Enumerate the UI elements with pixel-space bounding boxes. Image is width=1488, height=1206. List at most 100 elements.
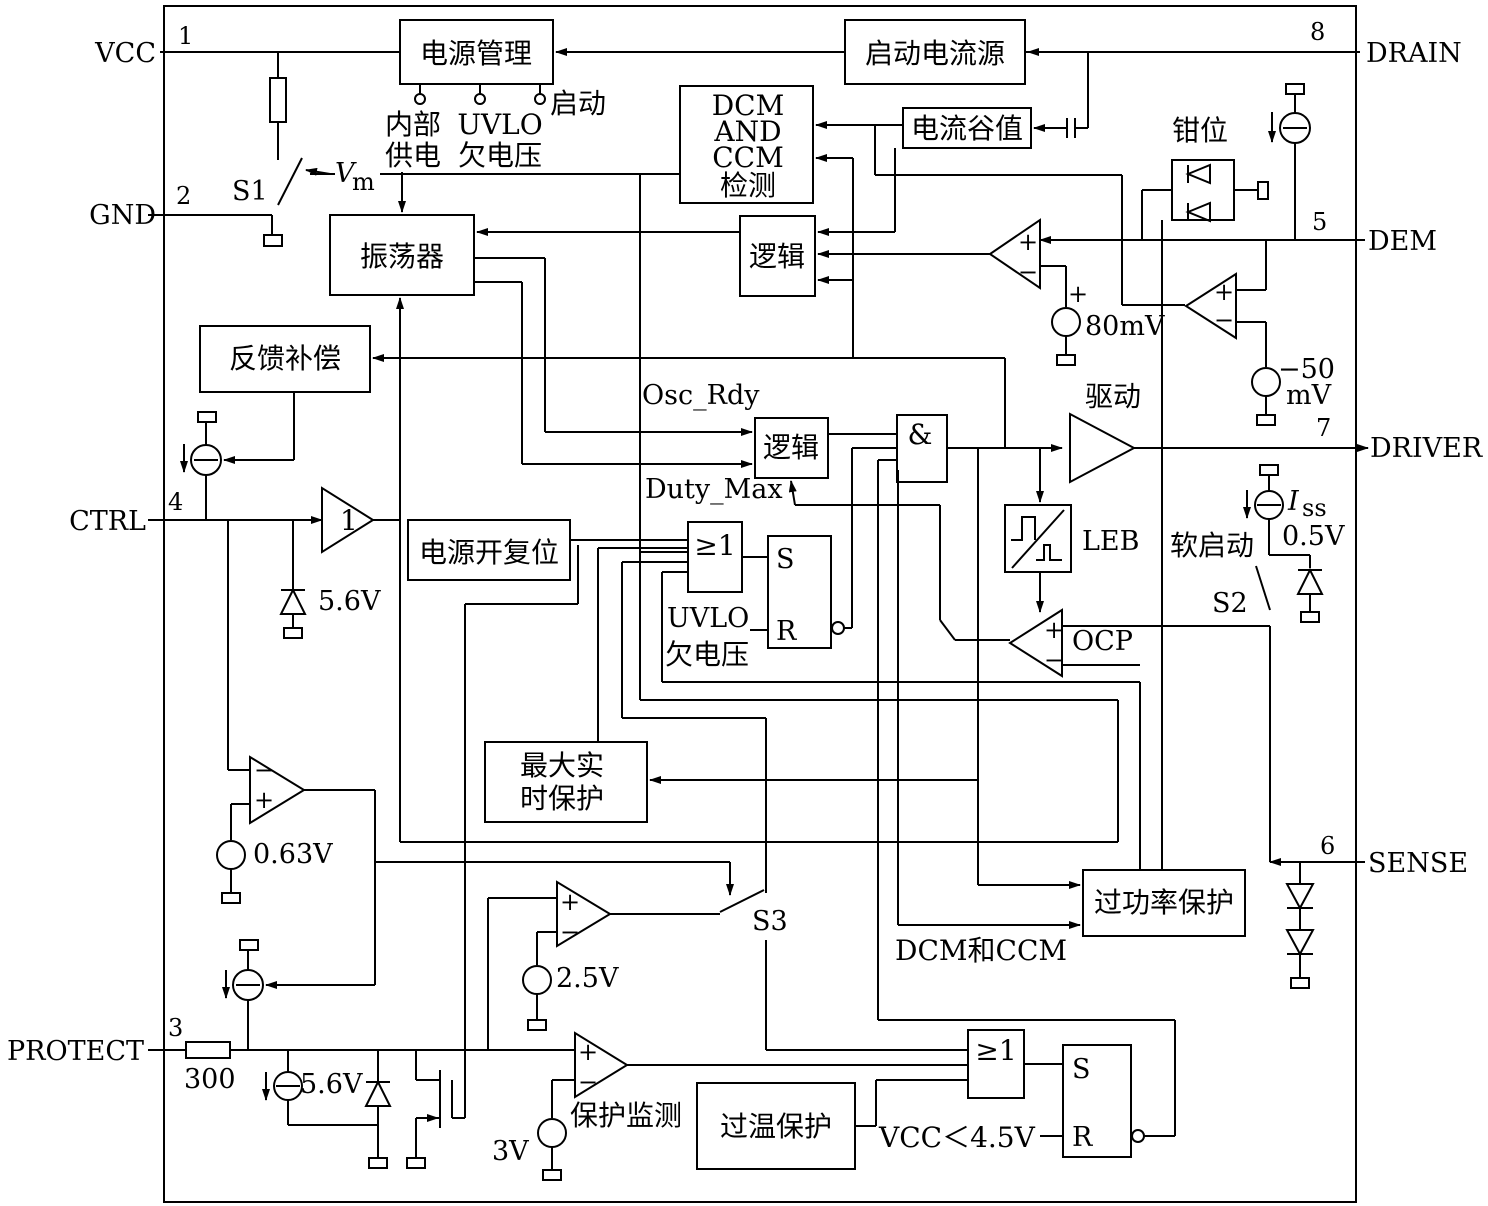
power-management-label: 电源管理 [420,37,532,70]
over-power-protection-block [1082,869,1246,937]
startup-tap-label: 启动 [550,87,606,120]
oscillator-label: 振荡器 [360,240,444,273]
driver-buffer [1069,412,1137,484]
pin-vcc-label: VCC [94,38,156,69]
vm-label: V [335,158,357,189]
protect-cs-supply [239,939,259,951]
ref-3v-source [537,1118,567,1148]
comparator-25v [556,880,612,948]
switch-s1 [277,157,303,206]
pin-drain-label: DRAIN [1366,38,1462,69]
undervoltage-label: 欠电压 [458,139,542,172]
ref-25v-source [522,965,552,995]
ref-25v-label: 2.5V [556,963,619,994]
feedback-compensation-block [199,325,371,393]
ctrl-buffer [321,486,375,554]
ref-minus50mv-source [1251,367,1281,397]
pin-gnd-label: GND [89,200,156,231]
resistor-300 [185,1041,231,1059]
dcm-ccm-line-1: DCM [712,89,785,122]
pin-ctrl-label: CTRL [69,506,146,537]
ocp-label: OCP [1072,626,1133,657]
chip-outline [163,5,1357,1203]
comparator-063v [249,755,306,825]
soft-start-label: 软启动 [1170,529,1254,562]
dcm-ccm-line-4: 检测 [720,169,776,202]
vm-subscript: m [352,168,375,196]
cmp063-plus: + [254,786,274,814]
pin-dem-label: DEM [1368,226,1437,257]
ref-80mv-gnd [1056,354,1076,366]
cmp25-minus: − [560,918,580,946]
internal-supply-label-1: 内部 [385,108,441,141]
ref-063v-source [216,840,246,870]
ref-80mv-source [1051,307,1081,337]
power-management-block [399,19,554,85]
startup-current-source-label: 启动电流源 [865,37,1005,70]
max-protection-line-2: 时保护 [520,782,604,815]
soft-start-voltage-label: 0.5V [1282,521,1345,552]
current-valley-block [902,107,1032,149]
duty-max-label: Duty_Max [645,474,783,505]
zener-5v6-bot-label: 5.6V [300,1069,363,1100]
dem-cs-supply [1285,83,1305,95]
uvlo2-undervoltage-label: 欠电压 [665,638,749,671]
dem-comp-plus: + [1018,228,1038,256]
dem-neg-plus: + [1214,278,1234,306]
protect-zener-gnd [368,1157,388,1169]
ocp-plus: + [1044,616,1064,644]
leb-label: LEB [1082,526,1139,557]
power-on-reset-label: 电源开复位 [419,536,559,569]
dcm-ccm-line-2: AND [713,115,781,148]
switch-s1-label: S1 [232,176,268,207]
pin-protect-number: 3 [168,1014,183,1042]
osc-rdy-label: Osc_Rdy [642,380,760,411]
and-gate-symbol: & [908,418,933,451]
ocp-comparator [1008,608,1063,678]
pin-vcc-number: 1 [178,22,193,50]
current-valley-label: 电流谷值 [911,112,1023,145]
sr-bot-s: S [1072,1054,1091,1085]
dcm-ccm-label: DCM和CCM [895,934,1067,967]
sr-bot-r: R [1072,1122,1093,1153]
clamp-block [1171,159,1235,221]
pin-ctrl-number: 4 [168,488,183,516]
feedback-compensation-label: 反馈补偿 [229,342,341,375]
cmp063-minus: − [254,756,274,784]
dem-comparator [988,218,1041,290]
power-management-taps [414,84,546,105]
pin-sense-label: SENSE [1368,848,1468,879]
dem-neg-minus: − [1214,306,1234,334]
switch-s2 [1255,565,1271,611]
pin-sense-number: 6 [1320,832,1335,860]
pin-gnd-number: 2 [176,182,191,210]
pin-driver-number: 7 [1316,414,1331,442]
logic-block-mid [754,417,829,479]
internal-supply-label-2: 供电 [385,139,441,172]
ref-minus50mv-unit: mV [1286,380,1332,411]
pmon-minus: − [578,1068,598,1096]
pin-protect-label: PROTECT [7,1036,144,1067]
pin-dem-number: 5 [1312,208,1327,236]
dem-neg-comparator [1184,272,1237,340]
sr-latch-top [767,535,832,649]
sr-top-r: R [776,616,797,647]
dcm-ccm-line-3: CCM [712,141,784,174]
ref-minus50mv-label: −50 [1278,354,1335,385]
gnd-terminal [263,234,283,247]
protect-mosfet-gnd [406,1157,426,1169]
switch-s2-label: S2 [1212,588,1248,619]
soft-start-gnd [1300,611,1320,623]
max-realtime-protection-block [484,741,648,823]
ref-80mv-label: 80mV [1085,311,1165,342]
iss-subscript: ss [1302,494,1327,522]
ctrl-zener-gnd [283,627,303,639]
ref-3v-gnd [542,1169,562,1181]
over-temperature-label: 过温保护 [720,1110,832,1143]
switch-s3-label: S3 [752,906,788,937]
dcm-ccm-detect-block [679,85,814,204]
ctrl-cs-supply [197,411,217,423]
logic-top-label: 逻辑 [749,240,805,273]
max-protection-line-1: 最大实 [520,749,604,782]
